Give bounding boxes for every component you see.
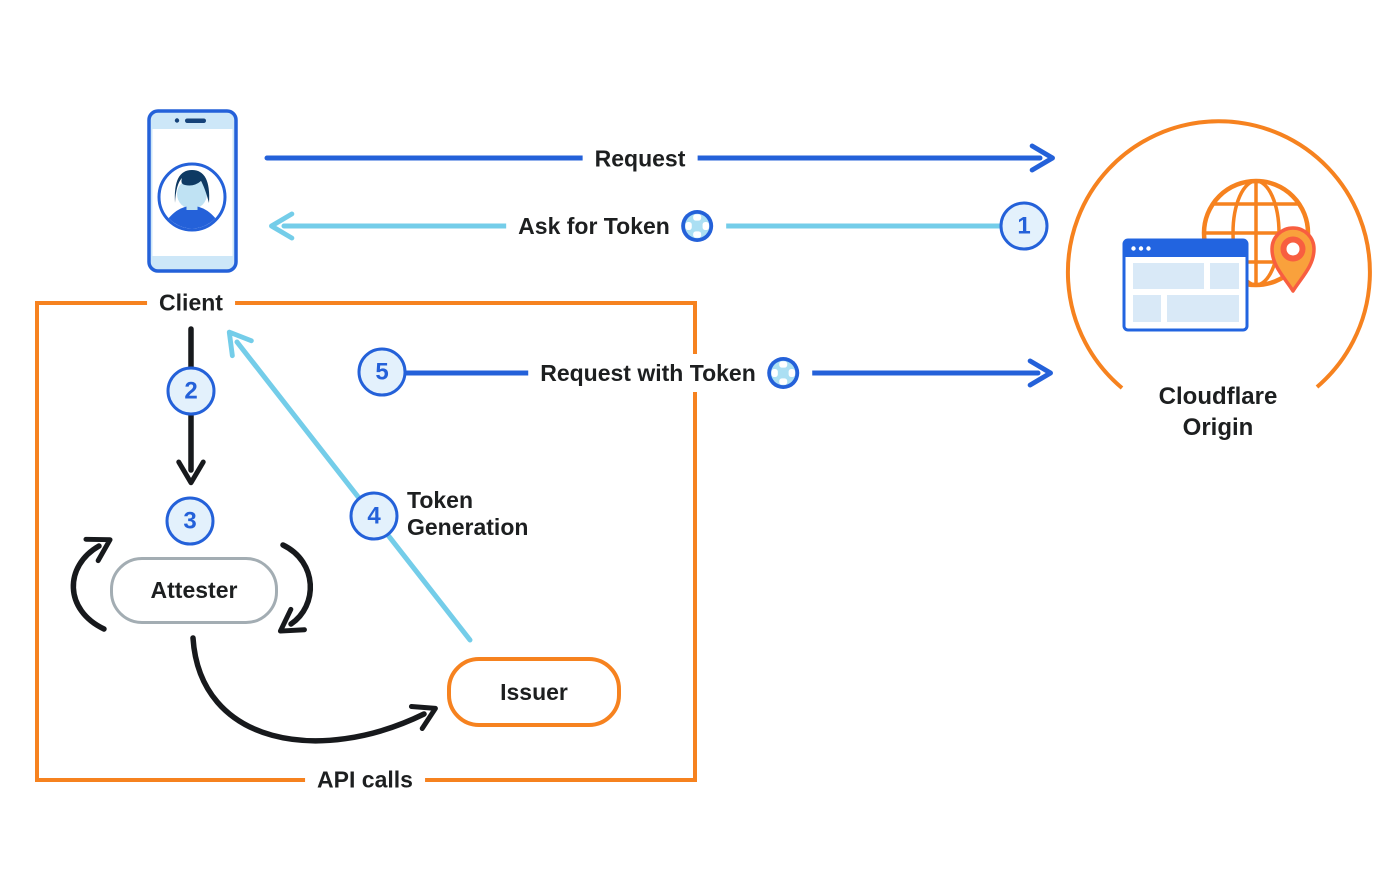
browser-window-icon (1122, 238, 1249, 332)
cloudflare-origin-label-line1: Cloudflare (1158, 383, 1278, 410)
user-avatar-icon (157, 162, 227, 232)
token-generation-line2: Generation (407, 514, 529, 540)
request-with-token-text: Request with Token (540, 359, 756, 386)
attester-to-issuer-arrow (190, 635, 438, 744)
cloudflare-origin-label: Cloudflare Origin (1159, 381, 1278, 443)
cloudflare-origin-circle (1065, 119, 1372, 390)
step-circle-4: 4 (349, 491, 399, 541)
token-generation-arrow (226, 329, 473, 643)
step-circle-1: 1 (999, 201, 1049, 251)
request-label: Request (582, 143, 698, 175)
globe-icon (1201, 178, 1311, 288)
ask-for-token-label: Ask for Token (506, 207, 726, 245)
step-circle-2: 2 (166, 366, 216, 416)
client-label: Client (147, 287, 235, 319)
api-calls-label: API calls (305, 764, 425, 796)
token-icon (680, 210, 713, 242)
token-generation-line1: Token (407, 487, 474, 513)
step-circle-5: 5 (357, 347, 407, 397)
attester-node: Attester (110, 557, 278, 624)
ask-for-token-text: Ask for Token (518, 212, 670, 239)
attester-loop-left-arrow (70, 536, 113, 632)
issuer-node: Issuer (447, 657, 621, 727)
cloudflare-origin-label-line2: Origin (1182, 414, 1254, 441)
request-with-token-label: Request with Token (528, 354, 812, 392)
token-generation-label: Token Generation (407, 487, 528, 541)
token-icon (766, 357, 799, 389)
attester-loop-right-arrow (277, 542, 314, 634)
location-pin-icon (1270, 226, 1316, 293)
client-phone-icon (147, 109, 238, 273)
step-circle-3: 3 (165, 496, 215, 546)
